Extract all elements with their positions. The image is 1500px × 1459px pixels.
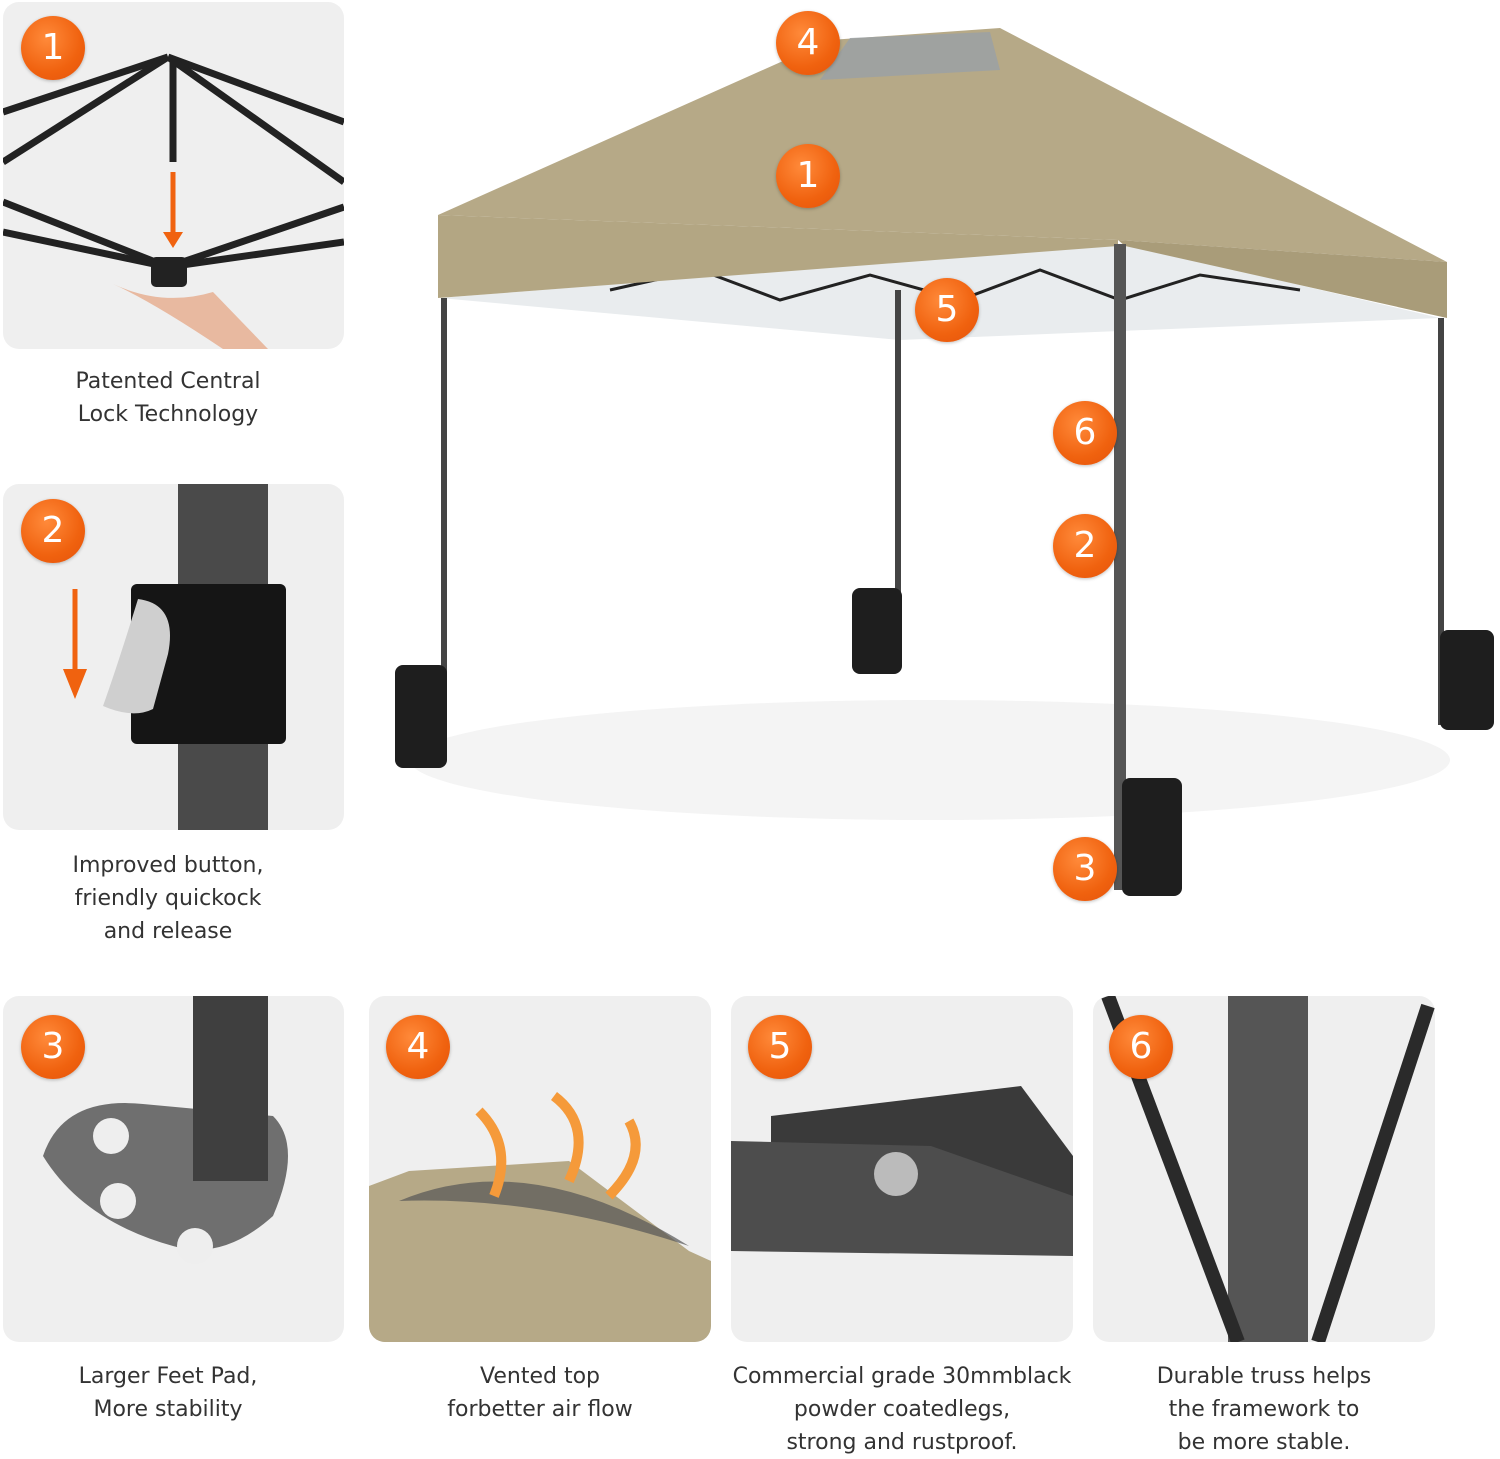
feature-badge-3: 3 xyxy=(21,1015,85,1079)
feature-panel-feet-pad xyxy=(3,996,344,1342)
feature-caption-4: Vented top forbetter air flow xyxy=(447,1364,633,1422)
main-badge-2: 2 xyxy=(1053,514,1117,578)
feature-badge-2: 2 xyxy=(21,499,85,563)
feature-caption-6: Durable truss helps the framework to be … xyxy=(1156,1364,1372,1455)
feature-badge-5: 5 xyxy=(748,1015,812,1079)
main-badge-4: 4 xyxy=(776,11,840,75)
feature-badge-4: 4 xyxy=(386,1015,450,1079)
feature-caption-2: Improved button, friendly quickock and r… xyxy=(72,853,264,944)
main-badge-5: 5 xyxy=(915,278,979,342)
feature-panel-vent xyxy=(369,996,711,1342)
feature-caption-5: Commercial grade 30mmblack powder coated… xyxy=(732,1364,1072,1455)
feature-panel-legs xyxy=(731,996,1073,1342)
main-badge-6: 6 xyxy=(1053,401,1117,465)
feature-badge-6: 6 xyxy=(1109,1015,1173,1079)
canopy-tent-image xyxy=(395,28,1494,896)
feature-panel-central-lock xyxy=(3,2,344,349)
main-badge-3: 3 xyxy=(1053,837,1117,901)
feature-badge-1: 1 xyxy=(21,16,85,80)
main-badge-1: 1 xyxy=(776,144,840,208)
feature-caption-3: Larger Feet Pad, More stability xyxy=(78,1364,258,1422)
feature-caption-1: Patented Central Lock Technology xyxy=(75,369,261,427)
